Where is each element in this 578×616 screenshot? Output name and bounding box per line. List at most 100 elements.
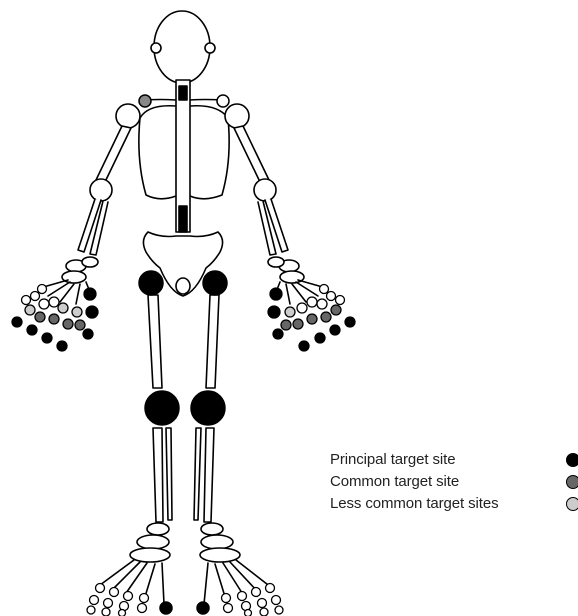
hand-joint-left (38, 285, 47, 294)
hand-joint-left (31, 292, 40, 301)
hand-joint-right (330, 325, 340, 335)
elbow-left (90, 179, 112, 201)
hand-joint-left (57, 341, 67, 351)
tarsal-left-2 (130, 548, 170, 562)
hand-joint-left (49, 314, 59, 324)
hip-target-left (139, 271, 163, 295)
legend-label: Less common target sites (330, 495, 499, 512)
tibia-left (153, 428, 163, 522)
big-toe-target-right (197, 602, 209, 614)
shoulder-left (116, 104, 140, 128)
hand-joint-left (72, 307, 82, 317)
elbow-right (254, 179, 276, 201)
toe-joint-left (104, 599, 113, 608)
legend-item-principal: Principal target site (330, 450, 578, 472)
hand-joint-right (321, 312, 331, 322)
legend-label: Principal target site (330, 451, 455, 468)
big-toe-target-left (160, 602, 172, 614)
hand-joint-left (58, 303, 68, 313)
hand-joint-right (285, 307, 295, 317)
hand-joint-right (307, 297, 317, 307)
humerus-right (234, 126, 269, 184)
toe-joint-right (275, 606, 283, 614)
tarsal-left (137, 535, 169, 549)
hand-joint-right (317, 299, 327, 309)
tarsal-right (201, 535, 233, 549)
femur-right (206, 295, 219, 388)
hand-joint-right (297, 303, 307, 313)
hand-joint-left (75, 320, 85, 330)
toe-joint-left (119, 610, 126, 616)
hand-joint-right (293, 319, 303, 329)
hand-joint-left (42, 333, 52, 343)
tibia-right (204, 428, 214, 522)
wrist-left-2 (82, 257, 98, 267)
hand-joint-right (273, 329, 283, 339)
hand-joint-left (25, 305, 35, 315)
toe-joint-right (258, 599, 267, 608)
ankle-right (201, 523, 223, 535)
shoulder-target-right (217, 95, 229, 107)
toe-joint-right (272, 596, 281, 605)
toe-joint-right (266, 584, 275, 593)
hand-joint-right (299, 341, 309, 351)
skull (154, 11, 210, 83)
toe-joint-right (260, 608, 268, 616)
toe-joint-right (238, 592, 247, 601)
hand-joint-left (27, 325, 37, 335)
hand-joint-left (12, 317, 22, 327)
toe-joint-right (252, 588, 261, 597)
hand-joint-right (336, 296, 345, 305)
ankle-left (147, 523, 169, 535)
shoulder-target-left (139, 95, 151, 107)
hand-joint-right (345, 317, 355, 327)
hip-target-right (203, 271, 227, 295)
spine-marker-cervical (179, 86, 187, 100)
hand-joint-right (307, 314, 317, 324)
hand-joint-right (315, 333, 325, 343)
humerus-left (96, 126, 131, 184)
spine-marker-lumbar (179, 206, 187, 232)
hand-joint-right (327, 292, 336, 301)
hand-joint-left (84, 288, 96, 300)
hand-joint-right (320, 285, 329, 294)
ear-right (205, 43, 215, 53)
hand-joint-right (281, 320, 291, 330)
ear-left (151, 43, 161, 53)
hand-joint-left (63, 319, 73, 329)
legend-label: Common target site (330, 473, 459, 490)
hand-joint-left (39, 299, 49, 309)
legend-item-less-common: Less common target sites (330, 494, 578, 516)
tarsal-right-2 (200, 548, 240, 562)
legend: Principal target site Common target site… (330, 450, 578, 516)
knee-target-left (145, 391, 179, 425)
hand-joint-left (49, 297, 59, 307)
toe-joint-left (110, 588, 119, 597)
fibula-left (166, 428, 172, 520)
hand-joint-right (268, 306, 280, 318)
hand-joint-left (22, 296, 31, 305)
hand-joint-right (270, 288, 282, 300)
femur-left (148, 295, 162, 388)
toe-joint-left (140, 594, 149, 603)
toe-joint-left (138, 604, 147, 613)
legend-swatch (566, 497, 578, 511)
toe-joint-left (90, 596, 99, 605)
hand-joint-left (83, 329, 93, 339)
toe-joint-left (87, 606, 95, 614)
toe-joint-left (96, 584, 105, 593)
fibula-right (194, 428, 201, 520)
pelvis-foramen (176, 278, 190, 294)
legend-swatch (566, 453, 578, 467)
shoulder-right (225, 104, 249, 128)
legend-swatch (566, 475, 578, 489)
toe-joint-left (124, 592, 133, 601)
toe-joint-right (245, 610, 252, 616)
toe-joint-left (102, 608, 110, 616)
hand-joint-left (86, 306, 98, 318)
hand-joint-left (35, 312, 45, 322)
toe-joint-right (222, 594, 231, 603)
wrist-right-2 (268, 257, 284, 267)
toe-joint-right (224, 604, 233, 613)
